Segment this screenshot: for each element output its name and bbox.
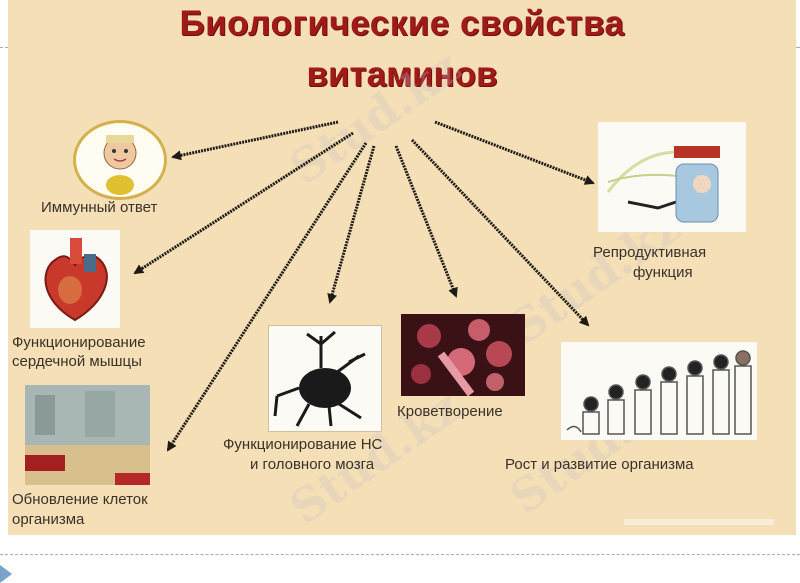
blood-cells-icon bbox=[401, 314, 525, 396]
arrow-to-immune bbox=[171, 120, 339, 161]
tissue-cells-icon bbox=[25, 385, 150, 485]
dashed-divider-bottom bbox=[0, 554, 800, 555]
dashed-divider-right bbox=[796, 47, 800, 48]
diagram-slide: Биологические свойства витаминов Stud.kz… bbox=[8, 0, 796, 535]
diagram-title-line1: Биологические свойства bbox=[179, 4, 625, 43]
node-label-growth: Рост и развитие организма bbox=[505, 456, 694, 473]
node-label-nervous-line2: и головного мозга bbox=[250, 456, 375, 473]
node-label-heart-line1: Функционирование bbox=[12, 334, 146, 351]
diagram-title-line2: витаминов bbox=[306, 55, 498, 94]
node-label-blood: Кроветворение bbox=[397, 403, 503, 420]
heart-icon bbox=[30, 230, 120, 328]
arrow-to-blood bbox=[394, 145, 458, 298]
node-label-heart-line2: сердечной мышцы bbox=[12, 353, 142, 370]
node-label-reproductive-line1: Репродуктивная bbox=[593, 244, 707, 261]
baby-icon bbox=[73, 120, 167, 200]
arrow-to-heart bbox=[133, 131, 354, 275]
arrow-to-growth bbox=[410, 138, 590, 327]
slide-bullet-arrow-icon bbox=[0, 565, 12, 583]
arrow-to-reproductive bbox=[434, 120, 595, 185]
growth-stages-icon bbox=[561, 342, 757, 440]
arrow-to-nervous bbox=[327, 145, 376, 304]
node-label-cells-line2: организма bbox=[12, 511, 85, 528]
stork-baby-icon bbox=[598, 122, 746, 232]
neuron-icon bbox=[268, 325, 382, 432]
node-label-nervous-line1: Функционирование НС bbox=[223, 436, 383, 453]
arrows-layer bbox=[133, 120, 595, 452]
dashed-divider-left bbox=[0, 47, 8, 48]
node-label-reproductive-line2: функция bbox=[633, 264, 693, 281]
node-label-immune: Иммунный ответ bbox=[41, 199, 158, 216]
arrow-to-cells bbox=[166, 142, 368, 452]
node-label-cells-line1: Обновление клеток bbox=[12, 491, 148, 508]
image-credit-strip bbox=[624, 519, 774, 525]
